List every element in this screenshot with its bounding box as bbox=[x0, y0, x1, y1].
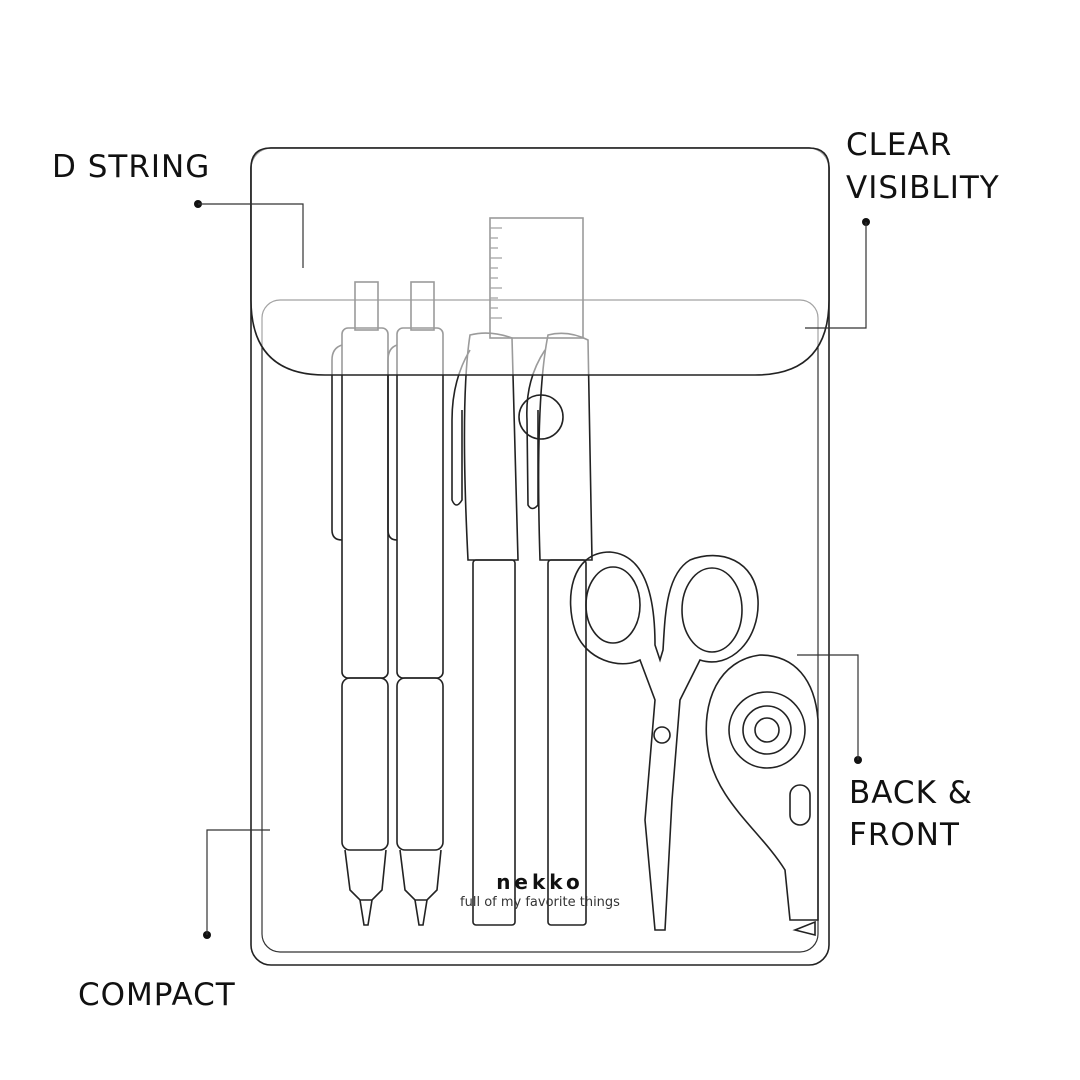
brand-name: nekko bbox=[496, 870, 584, 894]
leader-compact bbox=[203, 829, 270, 939]
pouch-flap bbox=[250, 147, 830, 376]
label-visibility: VISIBLITY bbox=[846, 170, 1000, 206]
leader-back-front bbox=[797, 654, 862, 764]
leader-d-string bbox=[194, 200, 304, 268]
pen-2 bbox=[387, 281, 444, 926]
label-d-string: D STRING bbox=[52, 149, 211, 185]
brand-logo: nekko full of my favorite things bbox=[440, 870, 640, 912]
brand-tagline: full of my favorite things bbox=[460, 895, 620, 910]
marker-1 bbox=[451, 332, 519, 926]
correction-tape bbox=[705, 654, 819, 937]
label-compact: COMPACT bbox=[78, 977, 236, 1013]
pen-1 bbox=[331, 281, 389, 926]
marker-2 bbox=[518, 332, 593, 926]
label-clear: CLEAR bbox=[846, 127, 953, 163]
label-back: BACK & bbox=[849, 775, 973, 811]
scissors bbox=[569, 551, 759, 931]
label-front: FRONT bbox=[849, 817, 960, 853]
leader-clear-visibility bbox=[805, 218, 870, 329]
